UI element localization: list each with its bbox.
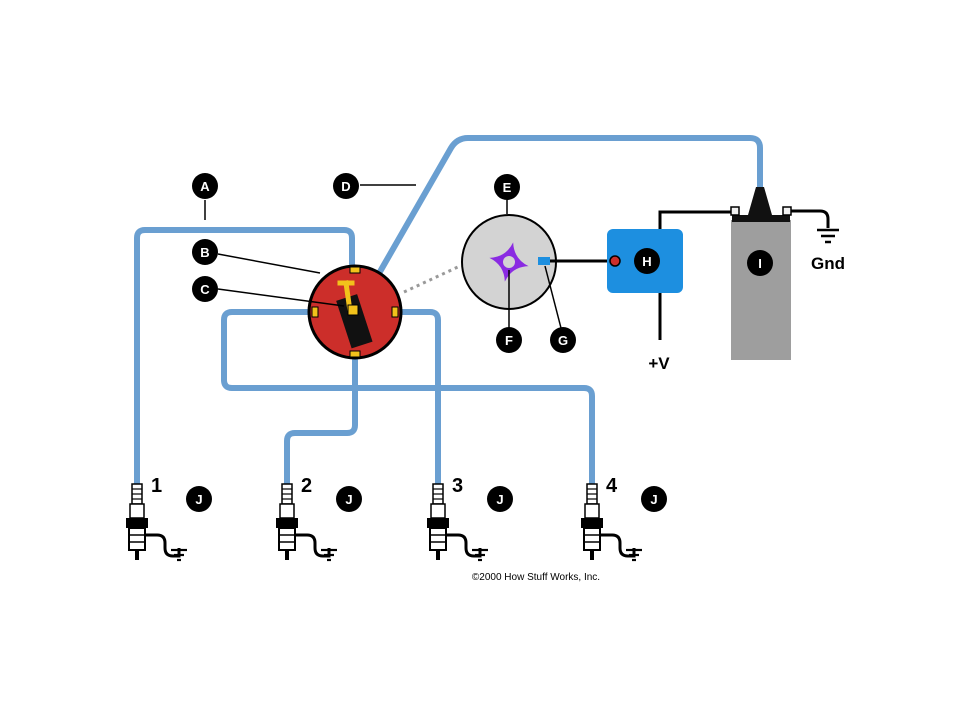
spark-plug-3: 3J [427, 475, 513, 562]
svg-text:J: J [496, 492, 503, 507]
pickup-sensor [538, 257, 550, 265]
label-j-4: J [641, 486, 667, 512]
svg-text:J: J [345, 492, 352, 507]
plug-number-4: 4 [606, 475, 618, 497]
spark-plug-wires [134, 135, 763, 487]
svg-text:E: E [503, 180, 512, 195]
svg-text:F: F [505, 333, 513, 348]
svg-text:I: I [758, 256, 762, 271]
coil-lead-wire [355, 135, 763, 313]
supply-voltage-label: +V [648, 354, 670, 373]
svg-text:J: J [650, 492, 657, 507]
plug-3-wire [395, 309, 441, 487]
label-e: E [494, 174, 520, 200]
rotor [336, 280, 373, 349]
distributor-shaft-link [403, 264, 461, 294]
label-i: I [747, 250, 773, 276]
label-j-1: J [186, 486, 212, 512]
plug-1-wire [134, 227, 355, 487]
module-input-terminal [609, 255, 621, 267]
label-f: F [496, 327, 522, 353]
svg-text:G: G [558, 333, 568, 348]
label-h: H [634, 248, 660, 274]
svg-text:B: B [200, 245, 209, 260]
svg-text:D: D [341, 179, 350, 194]
plug-4-wire [221, 309, 595, 487]
spark-plug-1: 1J [126, 475, 212, 562]
coil-ground-wire [791, 209, 830, 228]
plug-number-1: 1 [151, 475, 162, 497]
ground-icon [817, 228, 839, 244]
label-b: B [192, 239, 218, 265]
plug-2-wire [284, 357, 358, 487]
svg-text:J: J [195, 492, 202, 507]
plug-number-2: 2 [301, 475, 312, 497]
leader-lines [204, 184, 562, 329]
module-to-coil-wire [658, 210, 737, 229]
spark-plug-4: 4J [581, 475, 667, 562]
label-c: C [192, 276, 218, 302]
svg-text:C: C [200, 282, 210, 297]
label-a: A [192, 173, 218, 199]
ignition-coil [730, 187, 792, 360]
ground-label: Gnd [811, 254, 845, 273]
label-j-2: J [336, 486, 362, 512]
spark-plug-2: 2J [276, 475, 362, 562]
label-g: G [550, 327, 576, 353]
svg-text:H: H [642, 254, 651, 269]
label-d: D [333, 173, 359, 199]
plug-number-3: 3 [452, 475, 463, 497]
label-j-3: J [487, 486, 513, 512]
copyright-notice: ©2000 How Stuff Works, Inc. [472, 572, 600, 583]
svg-text:A: A [200, 179, 210, 194]
